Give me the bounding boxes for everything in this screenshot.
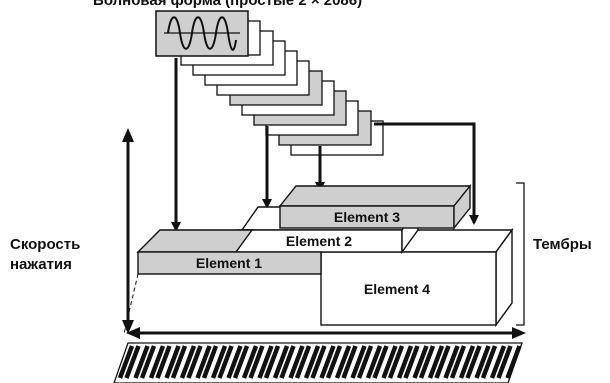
key-range-arrow: [126, 327, 526, 339]
element-3-label: Element 3: [334, 209, 400, 225]
element-4-label: Element 4: [364, 281, 430, 297]
keyboard-icon: [114, 343, 522, 383]
element-2-label: Element 2: [286, 233, 352, 249]
velocity-label-line2: нажатия: [10, 255, 80, 275]
voices-bracket: [516, 183, 524, 325]
velocity-label: Скорость нажатия: [10, 235, 80, 275]
voices-label: Тембры: [533, 235, 592, 255]
waveform-title: Волновая форма (простые 2 × 2086): [93, 0, 362, 9]
element-1-label: Element 1: [196, 255, 262, 271]
velocity-label-line1: Скорость: [10, 235, 80, 255]
velocity-axis-arrow: [122, 128, 134, 334]
